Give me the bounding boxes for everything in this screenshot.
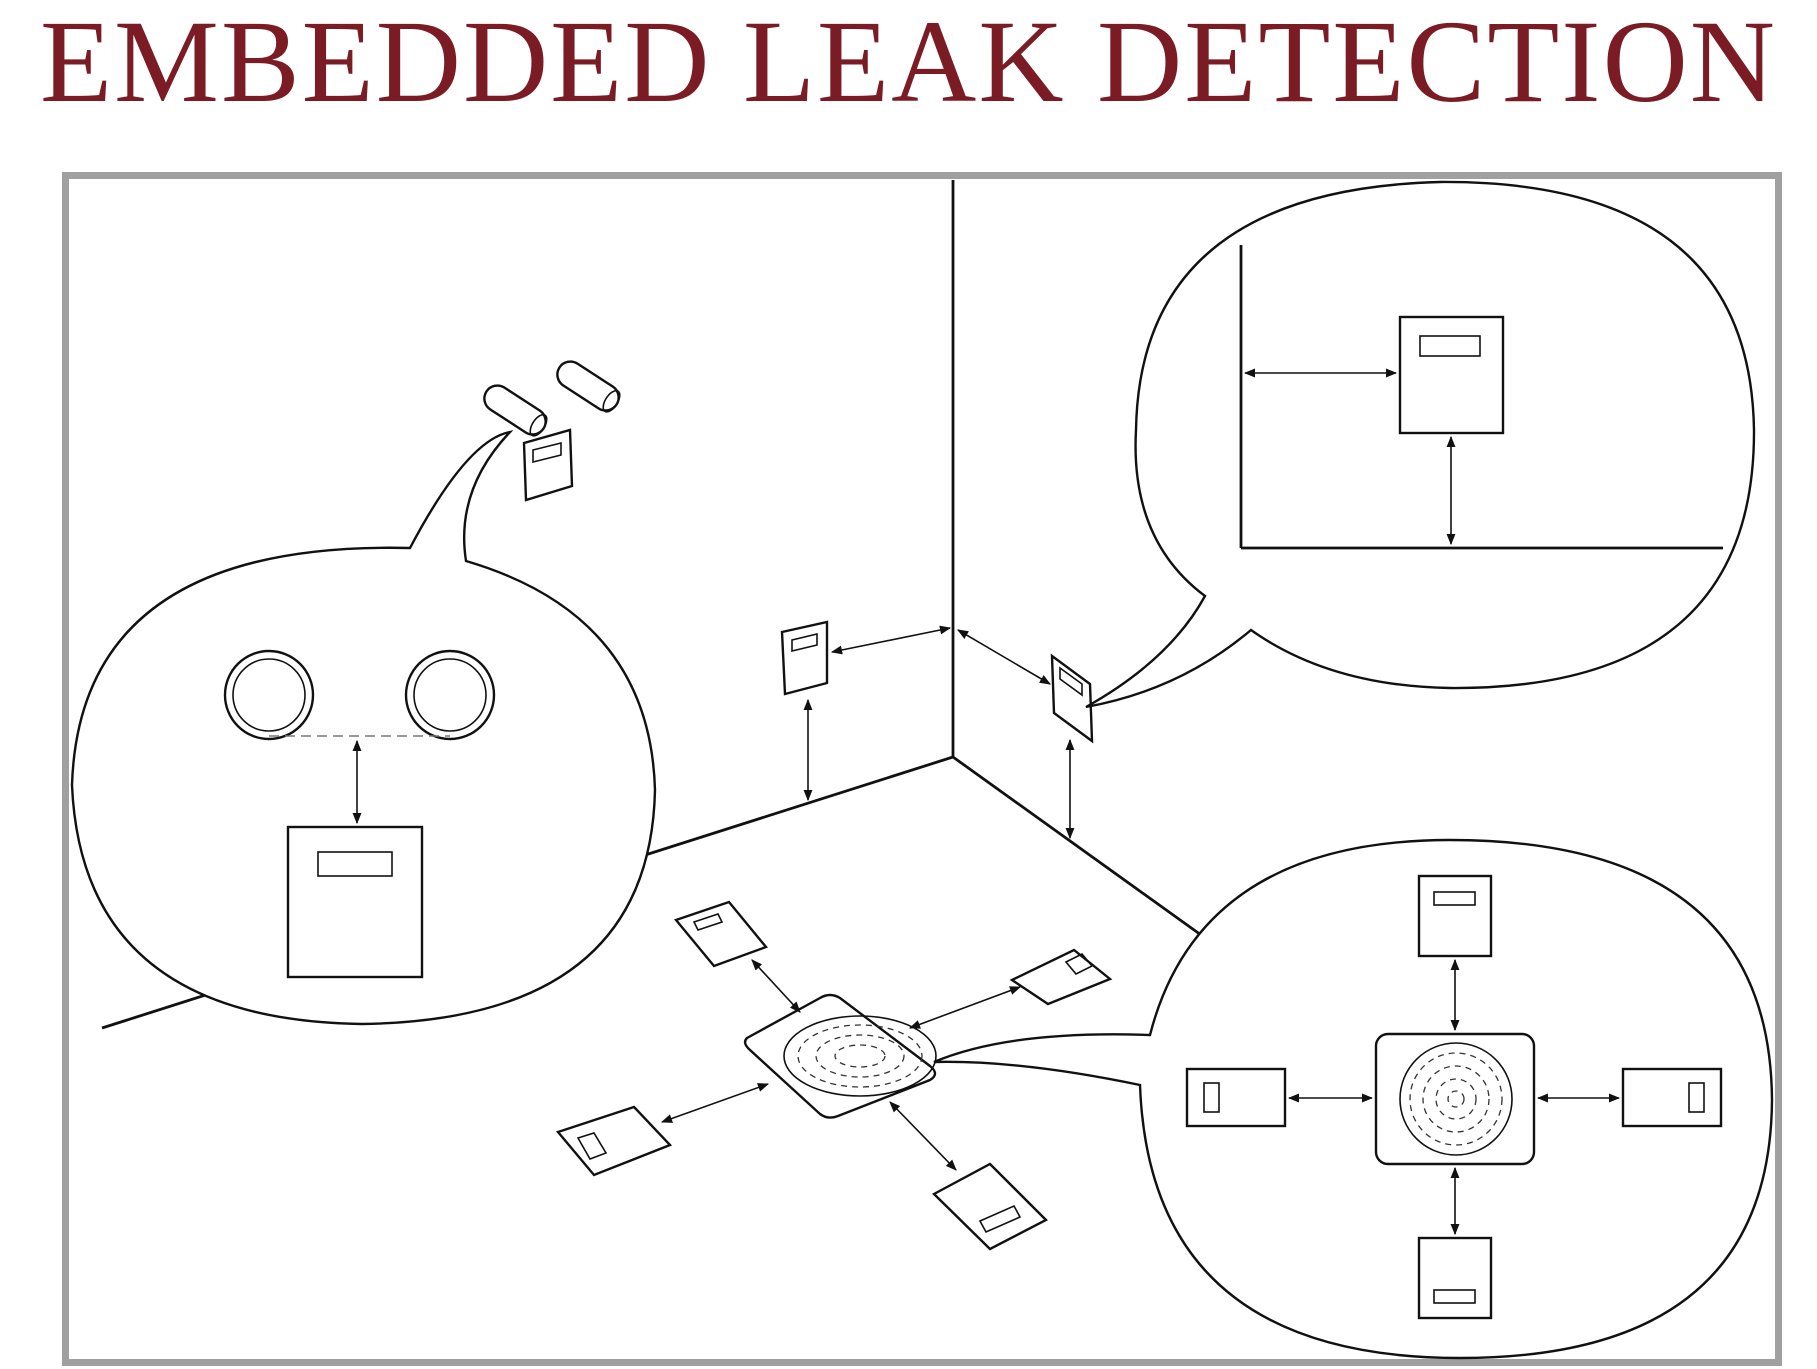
wall-sensor-left [780, 620, 952, 802]
wall-sensor-right [957, 629, 1094, 840]
callout-right-wall-sensor [1085, 180, 1756, 709]
floor-sensor-nw [673, 900, 801, 1013]
callout-left-battery-sensor [70, 430, 657, 1026]
wall-sensor-high [522, 428, 574, 502]
floor-sensor-se [889, 1101, 1049, 1251]
slide-title: EMBEDDED LEAK DETECTION [39, 0, 1778, 127]
floor-drain [743, 993, 937, 1119]
callout-right-floor-drain [933, 838, 1774, 1360]
floor-sensor-ne [908, 948, 1113, 1029]
battery-icon [483, 360, 621, 437]
floor-sensor-sw [555, 1083, 770, 1177]
